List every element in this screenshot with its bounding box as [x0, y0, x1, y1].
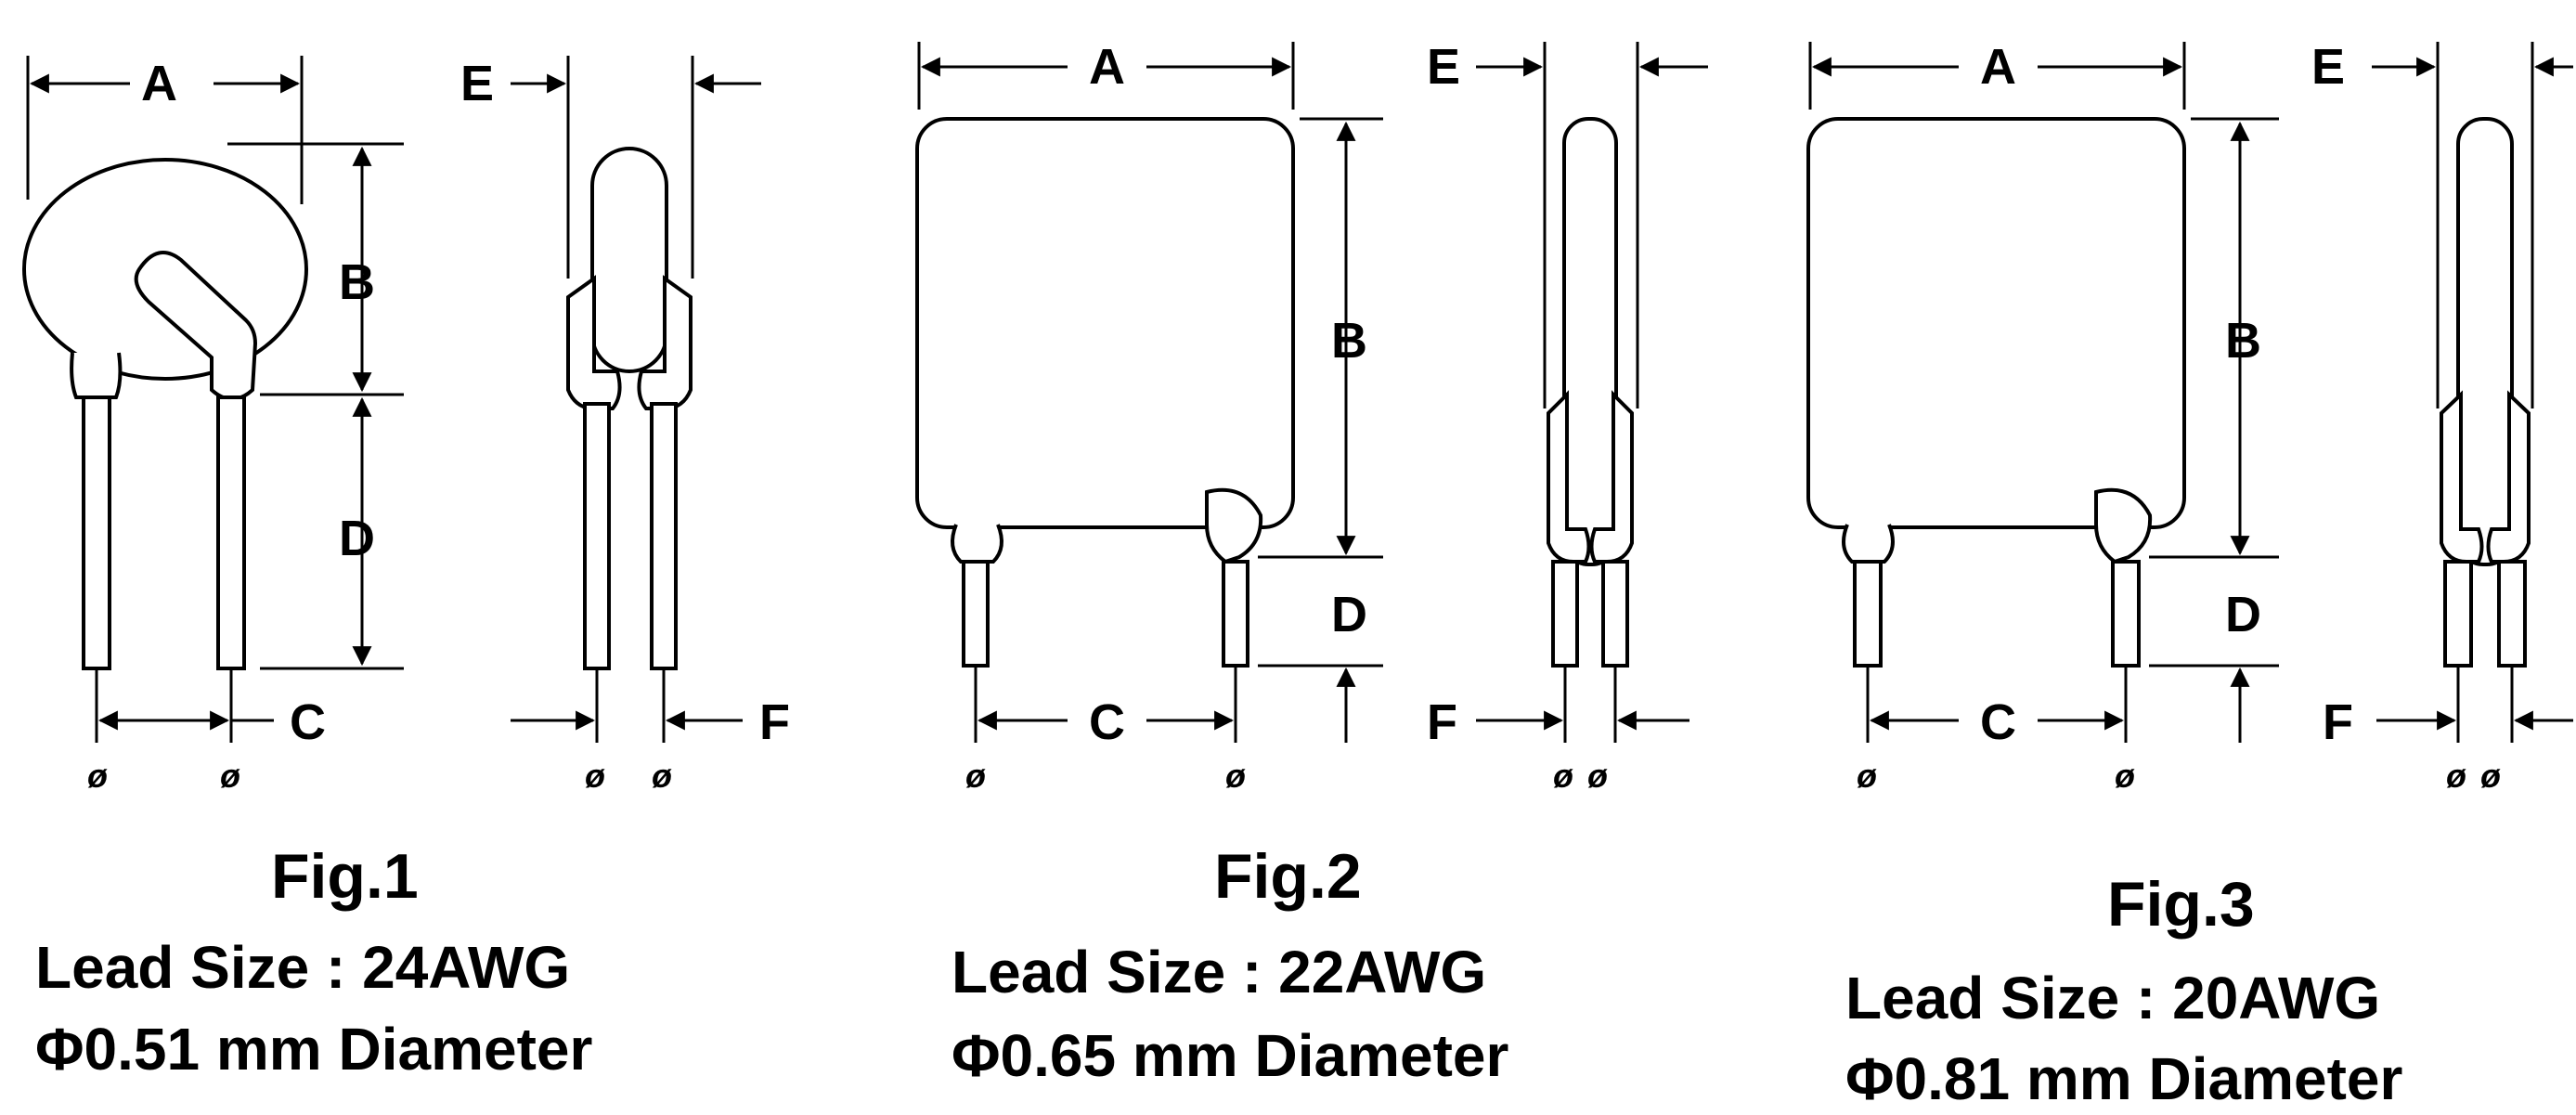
fig1-internal-lead [134, 251, 258, 401]
fig2-side-left-shoulder [1547, 390, 1591, 564]
fig3-side-left-lead [2443, 560, 2473, 668]
fig1-side-left-lead [583, 402, 611, 670]
fig1-label-a: A [141, 56, 177, 111]
fig1-phi-right: ø [220, 757, 240, 795]
fig1-label-c: C [290, 694, 326, 750]
fig1-front-view [22, 56, 404, 743]
fig3-right-lead [2111, 560, 2141, 668]
fig3-square-body [1806, 117, 2186, 529]
fig1-left-lead-shoulder [70, 352, 123, 399]
fig3-title: Fig.3 [2107, 869, 2255, 940]
fig2-right-lead [1222, 560, 1249, 668]
fig2-phi-left: ø [965, 757, 986, 795]
fig1-side-right-lead [650, 402, 678, 670]
fig2-label-f: F [1427, 694, 1457, 750]
fig2-side-phi-right: ø [1587, 757, 1608, 795]
fig3-label-b: B [2225, 313, 2261, 369]
fig3-phi-left: ø [1857, 757, 1877, 795]
fig3-front-view [1806, 42, 2279, 743]
fig1-right-lead [216, 395, 246, 670]
fig3-side-phi-right: ø [2480, 757, 2501, 795]
fig2-label-e: E [1427, 39, 1460, 95]
fig2-side-left-lead [1551, 560, 1579, 668]
fig3-side-view [2372, 42, 2573, 743]
fig2-side-right-lead [1601, 560, 1629, 668]
fig2-title: Fig.2 [1214, 841, 1362, 912]
fig2-square-body [915, 117, 1295, 529]
fig2-left-lead [962, 560, 990, 668]
fig1-side-body [590, 147, 668, 373]
fig2-phi-right: ø [1225, 757, 1246, 795]
fig3-label-c: C [1980, 694, 2016, 750]
fig3-label-d: D [2225, 587, 2261, 642]
fig2-side-view [1476, 42, 1708, 743]
fig3-lead-size: Lead Size : 20AWG [1845, 965, 2381, 1031]
fig2-label-c: C [1089, 694, 1125, 750]
fig2-label-a: A [1089, 39, 1125, 95]
fig1-diameter: Φ0.51 mm Diameter [35, 1016, 593, 1083]
fig1-title: Fig.1 [271, 841, 419, 912]
fig2-lead-size: Lead Size : 22AWG [951, 939, 1487, 1005]
fig2-diameter: Φ0.65 mm Diameter [951, 1022, 1509, 1089]
fig3-label-f: F [2323, 694, 2353, 750]
fig2-right-lead-bend [1205, 487, 1263, 564]
fig1-label-e: E [460, 56, 494, 111]
fig3-label-a: A [1980, 39, 2016, 95]
fig1-lead-size: Lead Size : 24AWG [35, 934, 571, 1001]
fig3-left-lead [1853, 560, 1883, 668]
fig1-left-lead [82, 395, 111, 670]
fig3-side-phi-left: ø [2446, 757, 2466, 795]
fig1-label-b: B [339, 254, 375, 310]
fig3-phi-right: ø [2115, 757, 2135, 795]
fig1-side-view [511, 56, 761, 743]
fig3-diameter: Φ0.81 mm Diameter [1845, 1045, 2403, 1112]
fig2-side-phi-left: ø [1553, 757, 1573, 795]
fig2-label-d: D [1331, 587, 1367, 642]
fig1-label-d: D [339, 511, 375, 566]
fig3-right-lead-bend [2094, 487, 2153, 564]
fig2-label-b: B [1331, 313, 1367, 369]
fig3-left-lead-shoulder [1842, 524, 1895, 564]
fig3-side-body [2456, 117, 2514, 566]
fig2-front-view [915, 42, 1383, 743]
fig3-label-e: E [2311, 39, 2345, 95]
fig2-left-lead-shoulder [951, 524, 1003, 564]
fig1-label-f: F [759, 694, 790, 750]
fig1-side-phi-right: ø [652, 757, 672, 795]
fig3-side-right-lead [2497, 560, 2527, 668]
fig1-phi-left: ø [87, 757, 108, 795]
fig1-side-phi-left: ø [585, 757, 605, 795]
fig2-side-body [1562, 117, 1618, 566]
fig2-side-right-shoulder [1589, 390, 1634, 564]
